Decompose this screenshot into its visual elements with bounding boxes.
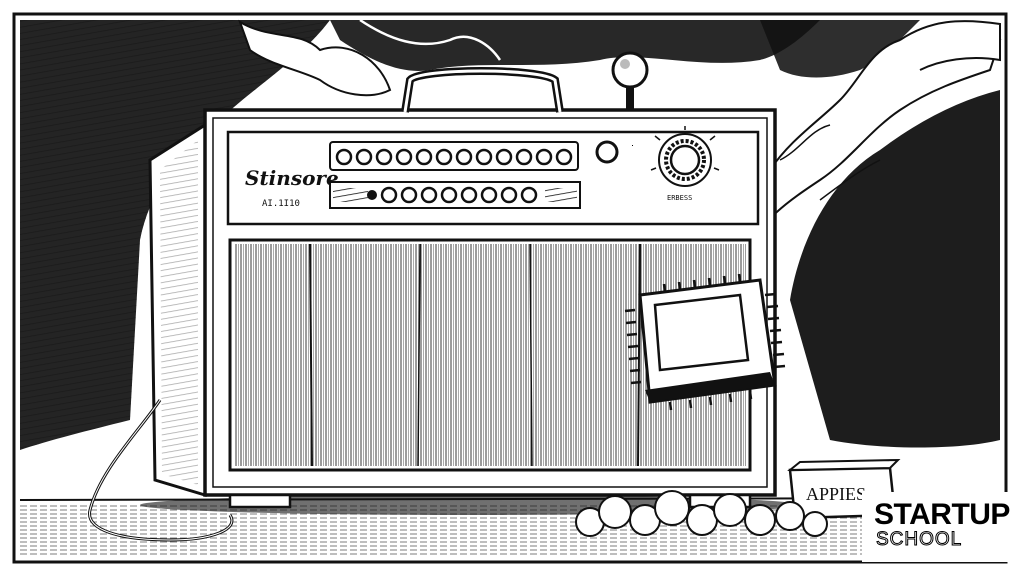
small-knob-icon	[595, 140, 619, 164]
background-shadow-right	[790, 90, 1000, 448]
logo-top-text: STARTUP	[874, 498, 1010, 531]
smoke-cloud-top-left	[238, 19, 392, 97]
top-knob-icon	[611, 51, 649, 89]
amp-subbrand: AI.1I10	[262, 199, 300, 209]
logo-bottom-text: SCHOOL	[875, 529, 963, 550]
volume-dial-icon	[650, 126, 720, 187]
startup-school-logo: STARTUP SCHOOL	[862, 492, 1010, 562]
knob-row-bottom	[329, 181, 581, 209]
box-label: APPIES	[806, 484, 866, 504]
microchip-icon	[624, 273, 786, 411]
amp-brand: Stinsore	[245, 166, 339, 190]
ground-smoke	[575, 490, 828, 537]
knob-row-top	[329, 141, 579, 171]
background-shadow-top	[330, 20, 820, 71]
dial-label: ERBESS	[667, 194, 692, 202]
